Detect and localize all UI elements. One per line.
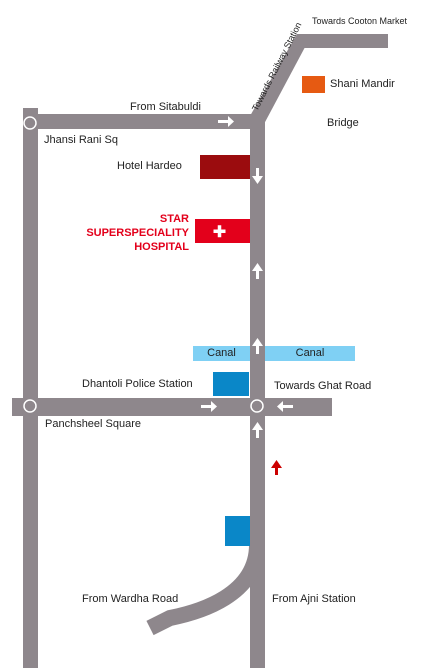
arrow-up-canal-icon bbox=[252, 338, 263, 354]
arrow-up-red-icon bbox=[271, 460, 282, 475]
arrow-right-sitabuldi-icon bbox=[218, 116, 234, 127]
from-sitabuldi-label: From Sitabuldi bbox=[130, 101, 201, 113]
from-ajni-station-label: From Ajni Station bbox=[272, 593, 356, 605]
blue-landmark-marker bbox=[225, 516, 250, 546]
from-wardha-road-label: From Wardha Road bbox=[82, 593, 179, 605]
canal-left: Canal bbox=[193, 346, 250, 361]
panchsheel-square-label: Panchsheel Square bbox=[45, 418, 142, 430]
arrow-left-ghat-road-icon bbox=[277, 401, 293, 412]
hospital-name-line3: HOSPITAL bbox=[134, 241, 189, 253]
panchsheel-square-east-marker bbox=[250, 399, 264, 413]
towards-ghat-road-label: Towards Ghat Road bbox=[274, 380, 372, 392]
dhantoli-police-station-label: Dhantoli Police Station bbox=[82, 378, 193, 390]
panchsheel-square-west-marker bbox=[23, 399, 37, 413]
hospital-name-line1: STAR bbox=[159, 213, 189, 225]
main-road bbox=[250, 116, 265, 668]
cotton-market-road bbox=[297, 34, 388, 48]
hospital-marker bbox=[195, 219, 250, 243]
arrow-up-hospital-icon bbox=[252, 263, 263, 279]
police-station-marker bbox=[213, 372, 249, 396]
hotel-hardeo-label: Hotel Hardeo bbox=[117, 160, 182, 172]
shani-mandir-label: Shani Mandir bbox=[330, 78, 395, 90]
bridge-label: Bridge bbox=[327, 117, 359, 129]
wardha-road bbox=[146, 544, 265, 636]
towards-cotton-market-label: Towards Cooton Market bbox=[312, 16, 408, 26]
jhansi-rani-sq-label: Jhansi Rani Sq bbox=[44, 134, 118, 146]
railway-station-road bbox=[250, 34, 312, 124]
arrow-up-main-road-icon bbox=[252, 422, 263, 438]
jhansi-rani-square-marker bbox=[23, 116, 37, 130]
hotel-hardeo-marker bbox=[200, 155, 250, 179]
shani-mandir-marker bbox=[302, 76, 325, 93]
sitabuldi-road bbox=[23, 114, 265, 129]
arrow-down-hardeo-icon bbox=[252, 168, 263, 184]
hospital-name: STAR SUPERSPECIALITY HOSPITAL bbox=[60, 212, 189, 254]
west-road bbox=[23, 108, 38, 668]
hospital-name-line2: SUPERSPECIALITY bbox=[86, 227, 189, 239]
arrow-right-panchsheel-icon bbox=[201, 401, 217, 412]
hospital-cross-icon bbox=[213, 225, 226, 238]
canal-right: Canal bbox=[265, 346, 355, 361]
